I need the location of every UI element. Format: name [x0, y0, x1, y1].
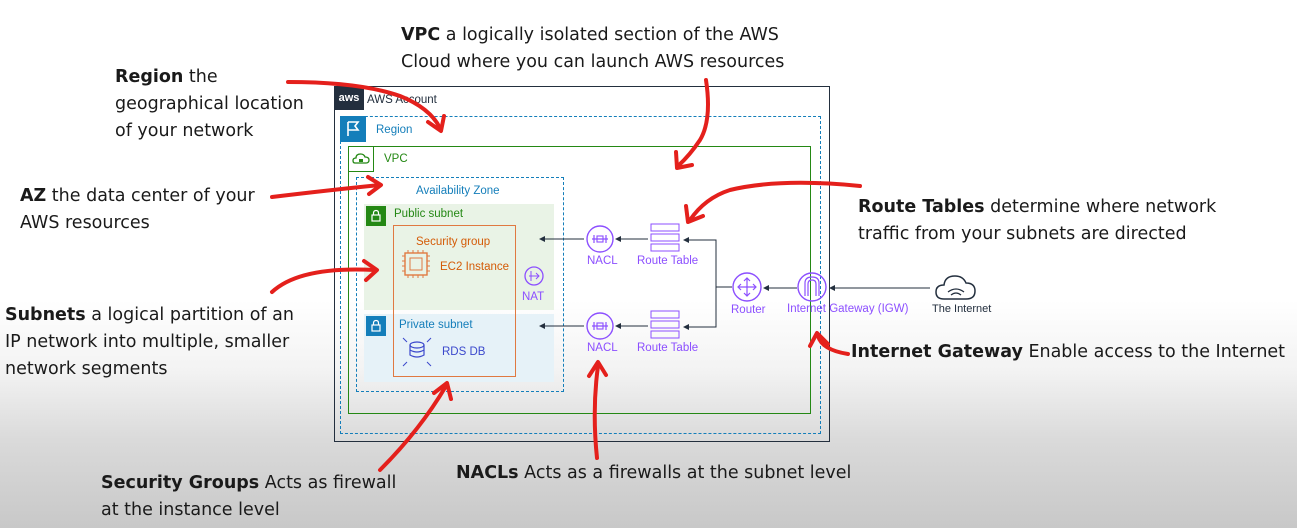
route-table-icon [650, 223, 680, 252]
security-groups-annotation: Security Groups Acts as firewall at the … [101, 473, 397, 520]
nacl-icon [586, 312, 614, 340]
database-icon [402, 337, 432, 367]
route-tables-arrow [688, 180, 862, 222]
public-subnet-label: Public subnet [394, 208, 464, 220]
aws-account-box [334, 86, 830, 442]
router-icon [732, 272, 762, 302]
security-group-label: Security group [416, 236, 491, 248]
lock-icon [366, 206, 386, 226]
region-box [340, 116, 821, 434]
nacl-top-label: NACL [587, 255, 618, 267]
connector-lines [539, 236, 930, 330]
nacl-bottom-label: NACL [587, 342, 618, 354]
internet-cloud-icon [935, 275, 976, 300]
igw-icon [797, 272, 827, 302]
lock-icon [366, 316, 386, 336]
region-arrow [286, 80, 442, 130]
igw-label: Internet Gateway (IGW) [787, 303, 909, 315]
flag-icon [340, 116, 366, 142]
route-table-bottom-label: Route Table [637, 342, 699, 354]
subnets-arrow [270, 267, 377, 294]
nacls-annotation: NACLs Acts as a firewalls at the subnet … [456, 463, 852, 483]
igw-annotation: Internet Gateway Enable access to the In… [851, 342, 1286, 362]
nat-label: NAT [522, 291, 545, 303]
vpc-annotation: VPC a logically isolated section of the … [401, 25, 785, 72]
rds-label: RDS DB [442, 346, 486, 358]
availability-zone-box [356, 177, 564, 392]
nacl-icon [586, 225, 614, 253]
igw-arrow [816, 334, 850, 356]
route-table-top-label: Route Table [637, 255, 699, 267]
vpc-label: VPC [384, 153, 408, 165]
route-tables-annotation: Route Tables determine where network tra… [858, 197, 1217, 244]
nacls-arrow [592, 364, 600, 460]
internet-label: The Internet [932, 303, 992, 315]
az-annotation: AZ the data center of your AWS resources [20, 186, 255, 233]
router-label: Router [731, 304, 766, 316]
subnets-annotation: Subnets a logical partition of an IP net… [5, 305, 294, 379]
aws-account-label: AWS Account [367, 94, 437, 106]
private-subnet-label: Private subnet [399, 319, 473, 331]
private-subnet-box [364, 314, 554, 382]
public-subnet-box [364, 204, 554, 310]
security-group-box [393, 225, 516, 377]
route-table-icon [650, 310, 680, 339]
cloud-lock-icon [348, 146, 374, 172]
availability-zone-label: Availability Zone [416, 185, 500, 197]
region-annotation: Region the geographical location of your… [115, 67, 304, 141]
nat-icon [524, 266, 544, 286]
security-groups-arrow [378, 384, 448, 472]
az-arrow [270, 183, 382, 199]
region-label: Region [376, 124, 413, 136]
aws-logo: aws [334, 86, 364, 110]
ec2-label: EC2 Instance [440, 261, 510, 273]
vpc-arrow [676, 78, 710, 168]
